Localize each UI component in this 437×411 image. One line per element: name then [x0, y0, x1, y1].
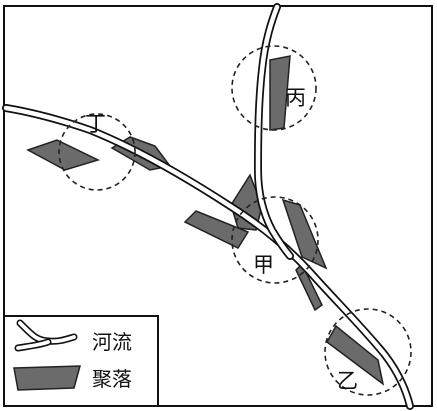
legend-settlement-label: 聚落 — [92, 367, 132, 391]
site-circle-jia — [231, 196, 319, 284]
label-yi: 乙 — [337, 369, 358, 393]
settlement-ding-left — [26, 139, 101, 171]
legend-river-label: 河流 — [92, 330, 132, 354]
label-bing: 丙 — [285, 86, 306, 110]
river-tributary-core — [255, 4, 293, 259]
settlement-yi — [326, 324, 385, 386]
label-ding: 丁 — [85, 112, 106, 136]
site-circle-bing — [231, 45, 317, 131]
legend-settlement-symbol — [13, 365, 81, 391]
legend: 河流 聚落 — [3, 315, 159, 407]
river-main-core — [3, 105, 413, 409]
legend-river-symbol-core-2 — [16, 340, 50, 350]
settlement-jia-east — [281, 198, 328, 270]
site-circle-ding — [58, 113, 136, 191]
label-jia: 甲 — [253, 253, 274, 277]
site-circle-yi — [324, 308, 412, 396]
